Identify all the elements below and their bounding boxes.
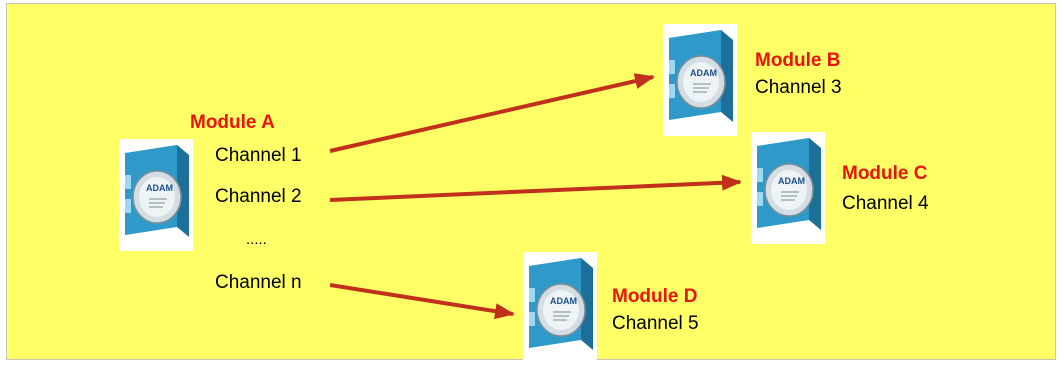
module-a-channel-n: Channel n [215, 272, 302, 293]
module-a-channel-ellipsis: ..... [246, 231, 267, 248]
module-a-name: Module A [190, 112, 275, 133]
module-a-channel-1: Channel 1 [215, 145, 302, 166]
arrow-channel-2-to-module-c [329, 174, 742, 202]
module-b-channel: Channel 3 [755, 77, 842, 98]
module-d-channel: Channel 5 [612, 313, 699, 334]
device-module-b: ADAM [663, 24, 737, 136]
module-c-channel: Channel 4 [842, 193, 929, 214]
adam-logo-text: ADAM [146, 183, 173, 193]
module-a-channel-2: Channel 2 [215, 186, 302, 207]
module-d-name: Module D [612, 286, 698, 307]
device-module-d: ADAM [523, 252, 597, 364]
device-module-c: ADAM [751, 132, 825, 244]
module-c-name: Module C [842, 163, 928, 184]
adam-logo-text: ADAM [690, 68, 717, 78]
arrow-channel-n-to-module-d [329, 283, 515, 320]
module-b-name: Module B [755, 50, 841, 71]
adam-logo-text: ADAM [778, 176, 805, 186]
device-module-a: ADAM [119, 139, 193, 251]
adam-logo-text: ADAM [550, 296, 577, 306]
arrow-channel-1-to-module-b [329, 73, 655, 153]
